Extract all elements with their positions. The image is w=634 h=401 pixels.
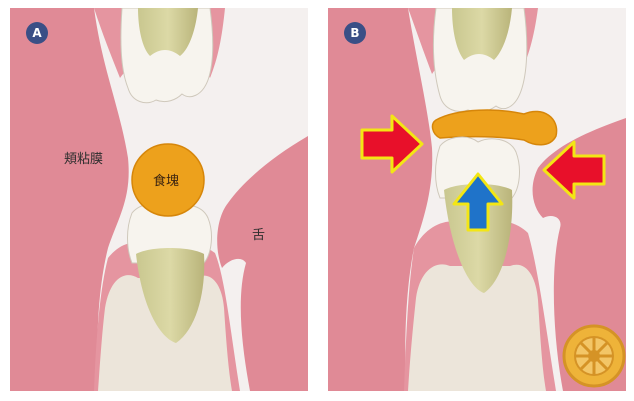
panel-a-badge: A xyxy=(26,22,48,44)
panel-a: A 頬粘膜 食塊 舌 xyxy=(10,8,308,391)
panel-b-illustration xyxy=(328,8,626,391)
emblem-logo xyxy=(564,326,624,386)
panel-a-illustration xyxy=(10,8,308,391)
tongue-label: 舌 xyxy=(252,224,265,243)
panel-b-badge: B xyxy=(344,22,366,44)
panel-b: B xyxy=(328,8,626,391)
food-bolus-label: 食塊 xyxy=(153,170,179,189)
cheek-mucosa-label: 頬粘膜 xyxy=(64,148,103,167)
